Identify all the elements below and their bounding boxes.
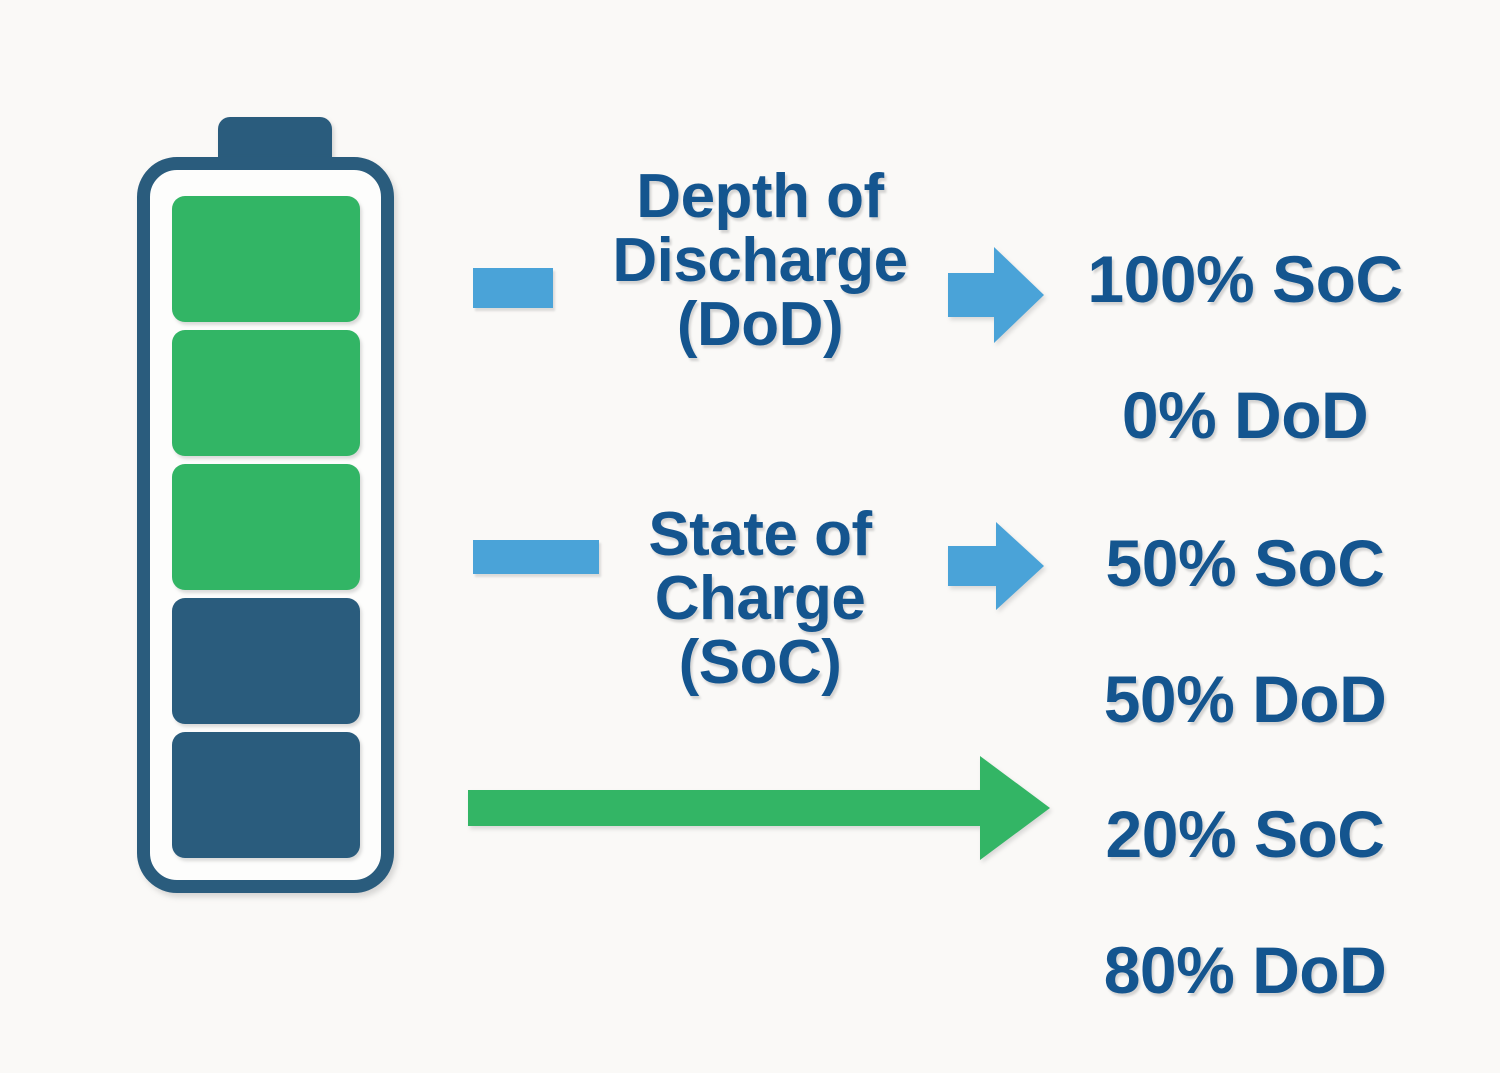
value-bottom-soc: 20% SoC: [1105, 796, 1385, 871]
battery-graphic: [130, 110, 425, 900]
battery-cell-stack: [172, 196, 360, 858]
value-top-soc: 100% SoC: [1087, 241, 1403, 316]
soc-label: State of Charge (SoC): [648, 500, 872, 697]
battery-cell-3: [172, 464, 360, 590]
battery-cell-1: [172, 196, 360, 322]
dod-legend-dash-icon: [473, 268, 553, 308]
dod-arrow-icon: [948, 247, 1044, 343]
soc-legend-dash-icon: [473, 540, 599, 574]
dod-label: Depth of Discharge (DoD): [612, 162, 908, 359]
value-block-top: 100% SoC 0% DoD: [1030, 178, 1460, 518]
full-discharge-arrow-icon: [468, 756, 1050, 860]
value-bottom-dod: 80% DoD: [1103, 932, 1387, 1007]
value-block-bottom: 20% SoC 80% DoD: [1030, 733, 1460, 1073]
battery-cell-2: [172, 330, 360, 456]
value-middle-soc: 50% SoC: [1105, 525, 1385, 600]
value-block-middle: 50% SoC 50% DoD: [1030, 462, 1460, 802]
infographic-canvas: Depth of Discharge (DoD) 100% SoC 0% DoD…: [130, 110, 1460, 1004]
value-top-dod: 0% DoD: [1121, 377, 1369, 452]
battery-cell-5: [172, 732, 360, 858]
value-middle-dod: 50% DoD: [1103, 661, 1387, 736]
soc-arrow-icon: [948, 522, 1044, 610]
battery-cell-4: [172, 598, 360, 724]
